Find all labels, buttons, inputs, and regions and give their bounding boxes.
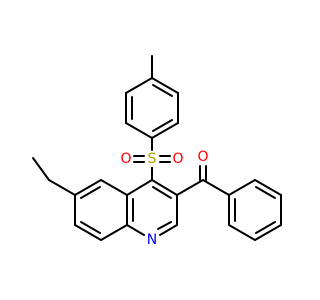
carbonyl-phenyl-bond: [202, 179, 230, 196]
phenyl-bond-5: [228, 224, 256, 241]
phenyl-bond-1: [228, 179, 256, 196]
ethyl-bond-2: [32, 157, 50, 181]
c4-c3-bond: [151, 179, 178, 196]
tolyl-ring: [125, 55, 179, 139]
atom-labels: S O O O N: [120, 149, 208, 248]
sulfonyl-oxygen-right-label: O: [172, 151, 183, 167]
ethyl-group: [32, 157, 76, 196]
sulfur-label-bg: [145, 151, 159, 167]
c7-c8-bond: [74, 224, 102, 241]
tolyl-inner-bond-2: [152, 119, 173, 132]
ethyl-bond-1: [48, 179, 76, 196]
tolyl-inner-bond-1: [152, 84, 173, 97]
n1-c8a-bond: [126, 224, 145, 236]
c4a-c5-bond: [100, 179, 128, 196]
tolyl-bond-6: [125, 77, 153, 94]
sulfonyl-oxygen-left-label: O: [120, 151, 131, 167]
structure-canvas: S O O O N: [32, 55, 282, 248]
c5-c6-bond: [74, 179, 102, 196]
c4-c3-inner-bond: [152, 186, 172, 199]
quinoline-core: [74, 179, 178, 241]
c7-c8-inner-bond: [80, 221, 101, 234]
c4a-c4-bond: [126, 179, 153, 196]
phenyl-bond-4: [254, 224, 282, 241]
benzoyl-group: [176, 165, 282, 241]
phenyl-inner-bond-2: [255, 221, 276, 234]
molecule-structure: S O O O N: [32, 55, 282, 248]
c5-c6-inner-bond: [80, 186, 101, 199]
ring-nitrogen-label: N: [147, 232, 157, 248]
tolyl-bond-3: [151, 122, 179, 139]
sulfur-atom-label: S: [148, 151, 157, 167]
phenyl-inner-bond-1: [255, 186, 276, 199]
carbonyl-oxygen-label: O: [197, 149, 208, 165]
c3-carbonyl-bond: [176, 179, 204, 196]
c2-n1-bond: [159, 224, 178, 236]
tolyl-bond-4: [125, 122, 153, 139]
c8-c8a-bond: [100, 224, 128, 241]
sulfonyl-group: [133, 137, 171, 181]
tolyl-bond-1: [151, 77, 179, 94]
c2-n1-inner-bond: [157, 221, 172, 230]
phenyl-bond-2: [254, 179, 282, 196]
